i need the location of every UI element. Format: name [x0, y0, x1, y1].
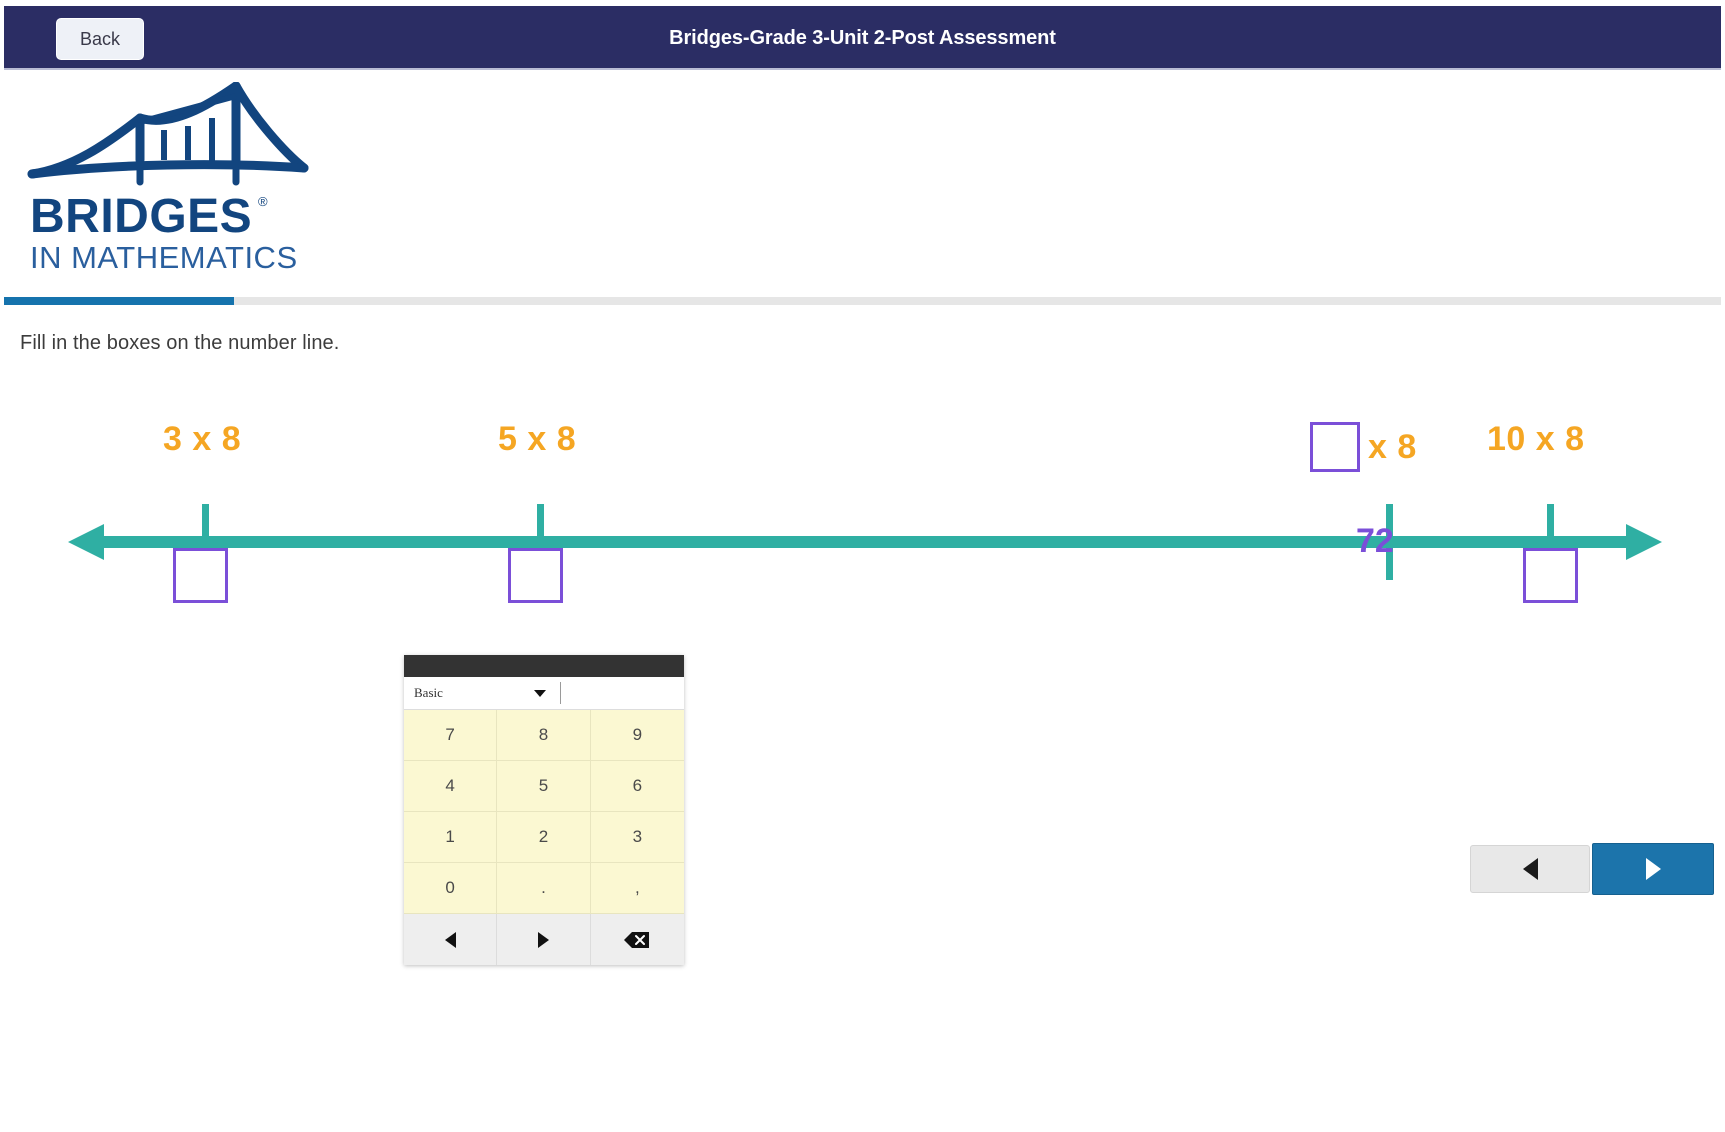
answer-box-above-tick-3[interactable]	[1310, 422, 1360, 472]
keypad-key-4[interactable]: 4	[404, 761, 498, 812]
keypad-key-7[interactable]: 7	[404, 710, 498, 761]
number-line-axis	[100, 536, 1630, 548]
triangle-right-icon	[1645, 858, 1661, 880]
number-line-left-arrow-icon	[68, 524, 104, 560]
progress-track	[4, 297, 1721, 305]
answer-box-below-tick-2[interactable]	[508, 548, 563, 603]
keypad-key-0[interactable]: 0	[404, 863, 498, 914]
keypad-key-9[interactable]: 9	[590, 710, 684, 761]
tick-label-above: 10 x 8	[1487, 420, 1585, 458]
progress-fill	[4, 297, 234, 305]
triangle-right-icon	[537, 931, 549, 948]
answer-box-below-tick-1[interactable]	[173, 548, 228, 603]
keypad-backspace-button[interactable]	[590, 914, 684, 965]
number-line-tick	[202, 504, 209, 580]
tick-label-above: 5 x 8	[498, 420, 577, 458]
keypad-mode-select[interactable]: Basic	[404, 678, 554, 708]
svg-text:BRIDGES: BRIDGES	[30, 190, 252, 243]
number-line-tick	[1547, 504, 1554, 580]
back-button[interactable]: Back	[56, 18, 144, 60]
answer-box-below-tick-4[interactable]	[1523, 548, 1578, 603]
tick-label-above: x 8	[1368, 427, 1417, 466]
keypad-key-2[interactable]: 2	[497, 812, 591, 863]
tick-label-above: 3 x 8	[163, 420, 242, 458]
triangle-left-icon	[1522, 858, 1538, 880]
keypad-key-8[interactable]: 8	[497, 710, 591, 761]
virtual-keypad: Basic 7 8 9 4 5 6 1 2 3 0 . ,	[404, 655, 684, 965]
keypad-grid: 7 8 9 4 5 6 1 2 3 0 . ,	[404, 710, 684, 965]
next-question-button[interactable]	[1592, 843, 1714, 895]
number-line-tick	[537, 504, 544, 580]
number-line-tick	[1386, 504, 1393, 580]
text-cursor	[560, 682, 561, 704]
svg-text:®: ®	[258, 194, 268, 209]
keypad-mode-bar: Basic	[404, 677, 684, 710]
backspace-icon	[624, 931, 650, 949]
keypad-cursor-right-button[interactable]	[497, 914, 591, 965]
svg-text:IN MATHEMATICS: IN MATHEMATICS	[30, 240, 298, 275]
number-line-widget: 3 x 8 5 x 8 x 8 72 10 x 8	[0, 420, 1725, 650]
keypad-key-comma[interactable]: ,	[590, 863, 684, 914]
bridges-logo: BRIDGES ® IN MATHEMATICS	[22, 82, 312, 277]
previous-question-button[interactable]	[1470, 845, 1590, 893]
tick-label-above-group: x 8	[1310, 422, 1417, 472]
app-header: Bridges-Grade 3-Unit 2-Post Assessment B…	[4, 6, 1721, 70]
keypad-key-1[interactable]: 1	[404, 812, 498, 863]
keypad-key-3[interactable]: 3	[590, 812, 684, 863]
keypad-key-decimal[interactable]: .	[497, 863, 591, 914]
instruction-text: Fill in the boxes on the number line.	[20, 332, 340, 354]
keypad-mode-label: Basic	[414, 685, 443, 700]
keypad-cursor-left-button[interactable]	[404, 914, 498, 965]
triangle-left-icon	[444, 931, 456, 948]
page-title: Bridges-Grade 3-Unit 2-Post Assessment	[669, 27, 1056, 49]
number-line-right-arrow-icon	[1626, 524, 1662, 560]
keypad-key-6[interactable]: 6	[590, 761, 684, 812]
keypad-key-5[interactable]: 5	[497, 761, 591, 812]
keypad-drag-handle[interactable]	[404, 655, 684, 677]
chevron-down-icon	[534, 689, 546, 697]
tick-value-below: 72	[1356, 522, 1394, 560]
